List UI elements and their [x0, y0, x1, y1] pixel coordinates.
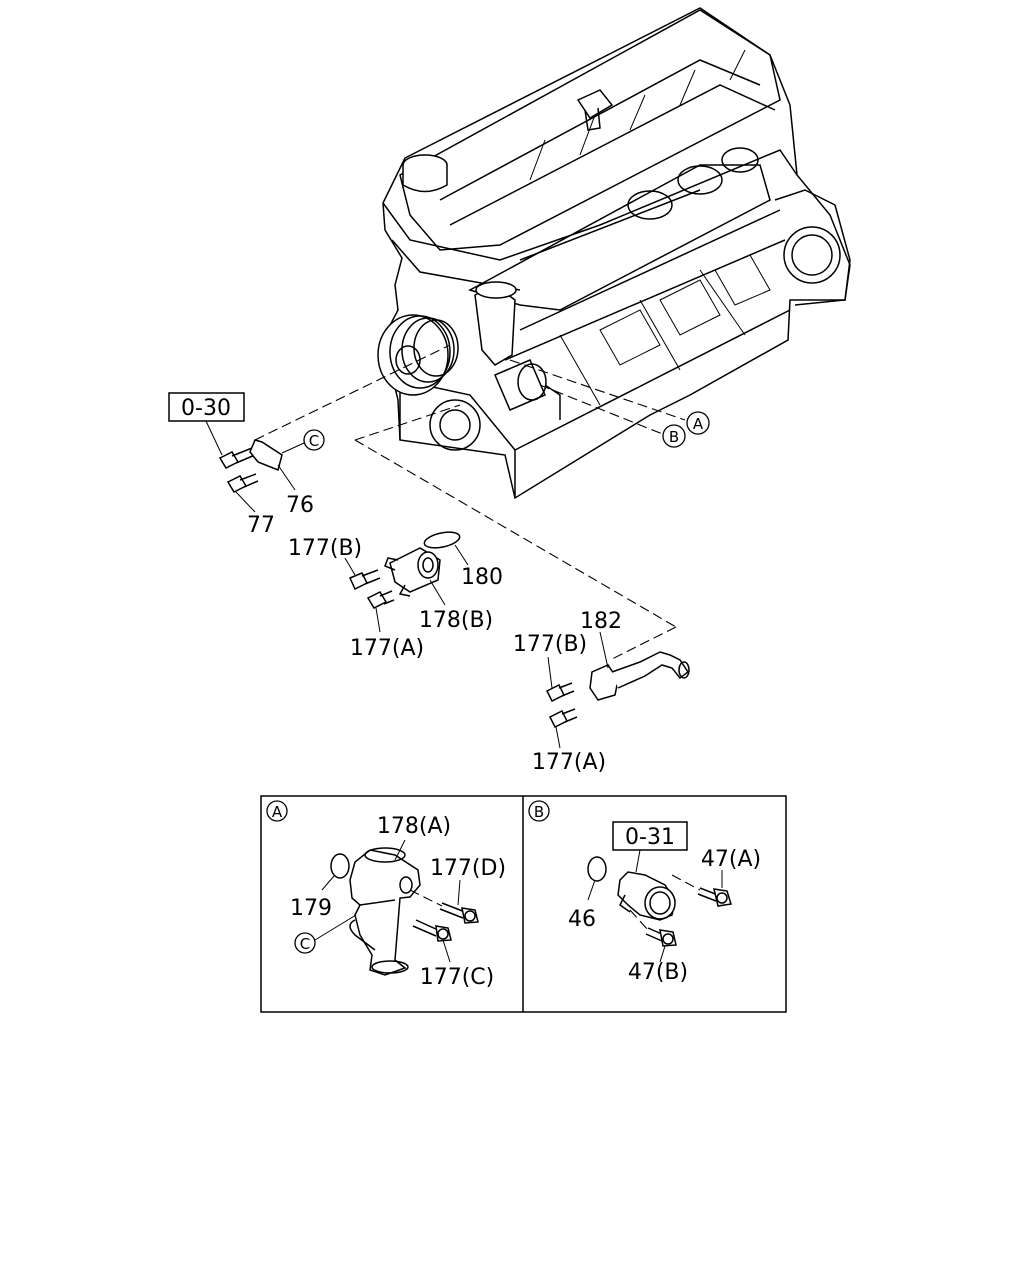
ref-box-0-30 — [168, 392, 245, 422]
part-label-178a: 178(A) — [377, 814, 451, 839]
bolt-icon — [439, 902, 479, 924]
engine-block — [377, 7, 851, 500]
callout-c-circle — [303, 429, 325, 451]
panel-a-callout-label: A — [272, 803, 283, 821]
part-label-47b: 47(B) — [628, 960, 688, 985]
part-label-177a-1: 177(A) — [350, 636, 424, 661]
bolt-icon — [366, 590, 395, 609]
part-label-46: 46 — [568, 907, 596, 932]
bolt-icon — [545, 682, 575, 703]
bolt-icon — [645, 927, 677, 947]
o-ring-icon — [587, 856, 607, 882]
o-ring-icon — [330, 853, 350, 879]
part-label-76: 76 — [286, 493, 314, 518]
bracket-76-group: 0-30 C 76 77 — [168, 392, 325, 538]
detail-panel-a: A 179 178(A) C 177(D) — [266, 800, 506, 990]
ref-label-0-31: 0-31 — [625, 825, 675, 850]
bolt-icon — [218, 447, 256, 469]
bolt-icon — [697, 887, 732, 907]
leader-lines — [254, 344, 686, 661]
o-ring-icon — [423, 531, 461, 549]
panel-a-callout-c-circle — [294, 932, 316, 954]
part-label-177b-1: 177(B) — [288, 536, 362, 561]
part-label-179: 179 — [290, 896, 332, 921]
ref-label-0-30: 0-30 — [181, 396, 231, 421]
part-label-178b: 178(B) — [419, 608, 493, 633]
panel-b-callout-label: B — [534, 803, 544, 821]
panel-a-callout-circle — [266, 800, 288, 822]
part-label-77: 77 — [247, 513, 275, 538]
elbow-178b-group: 180 177(B) 177(A) 178(B) — [288, 531, 503, 661]
callout-a-label: A — [693, 415, 704, 433]
bolt-icon — [348, 569, 381, 591]
bolt-icon — [412, 919, 452, 942]
callout-c-label: C — [309, 432, 319, 450]
part-label-180: 180 — [461, 565, 503, 590]
callout-a-circle — [686, 411, 710, 435]
panel-b-callout-circle — [528, 800, 550, 822]
bolt-icon — [226, 473, 259, 493]
pipe-182-group: 182 177(B) 177(A) — [513, 609, 690, 775]
panel-a-callout-c-label: C — [300, 935, 310, 953]
part-label-177a-2: 177(A) — [532, 750, 606, 775]
detail-panel-b: B 0-31 46 47(A) 47(B) — [528, 800, 761, 985]
main-callouts: A B — [662, 411, 710, 448]
bolt-icon — [548, 708, 578, 729]
ref-box-0-31 — [612, 821, 688, 851]
part-label-182: 182 — [580, 609, 622, 634]
callout-b-label: B — [669, 428, 679, 446]
part-label-47a: 47(A) — [701, 847, 761, 872]
part-label-177d: 177(D) — [430, 856, 506, 881]
callout-b-circle — [662, 424, 686, 448]
part-label-177b-2: 177(B) — [513, 632, 587, 657]
part-label-177c: 177(C) — [420, 965, 495, 990]
detail-panels — [260, 795, 787, 1013]
